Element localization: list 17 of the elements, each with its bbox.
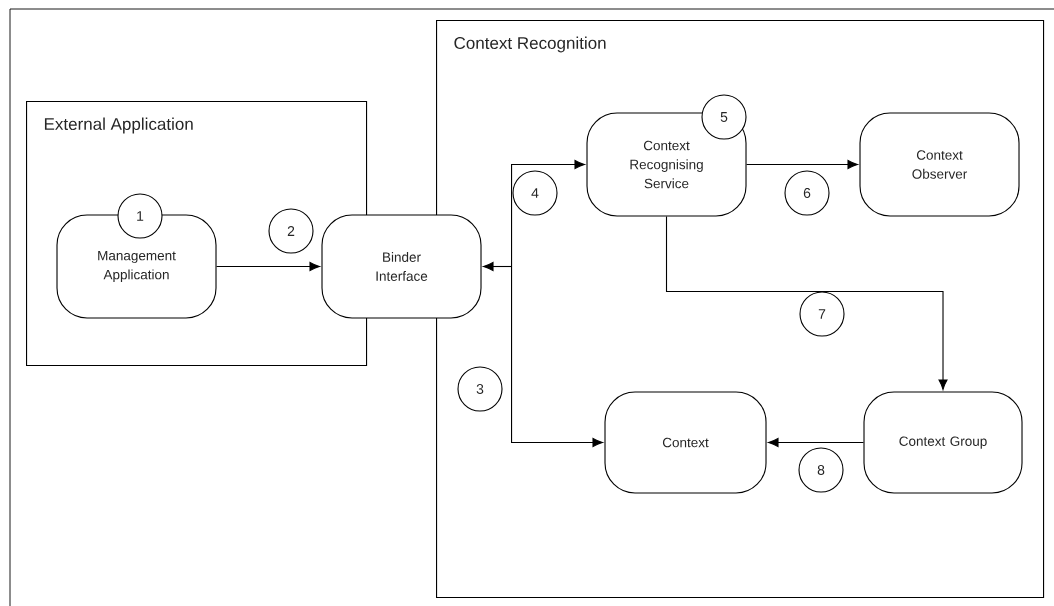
step-number: 6 (784, 170, 830, 216)
arrow (216, 261, 320, 272)
arrow (746, 159, 858, 170)
step-number: 2 (268, 208, 314, 254)
process-box: Binder Interface (321, 214, 482, 319)
step-number: 3 (457, 366, 503, 412)
step-number: 8 (798, 447, 844, 493)
step-number: 4 (512, 170, 558, 216)
arrow (483, 159, 603, 448)
process-box: Context Observer (859, 112, 1020, 217)
step-number: 5 (701, 94, 747, 140)
step-number: 7 (799, 291, 845, 337)
process-box: Context Group (863, 391, 1023, 494)
process-box: Context (604, 391, 767, 494)
arrow (768, 437, 864, 448)
arrow (665, 216, 948, 390)
step-number: 1 (117, 193, 163, 239)
